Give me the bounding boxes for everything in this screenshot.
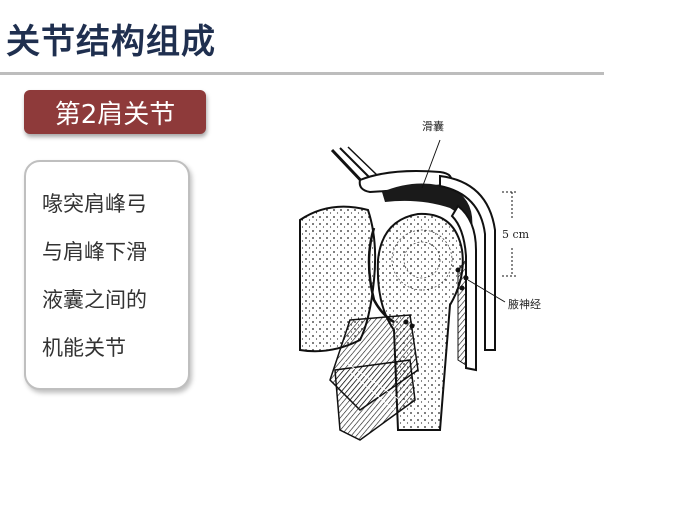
- distance-label: 5 cm: [502, 228, 530, 241]
- description-line: 喙突肩峰弓: [42, 192, 147, 216]
- shoulder-joint-diagram: [299, 139, 516, 441]
- description-card: 喙突肩峰弓 与肩峰下滑 液囊之间的 机能关节: [24, 160, 190, 390]
- shoulder-joint-illustration: 滑囊 5 cm 腋神经: [290, 110, 580, 460]
- title-divider: [0, 72, 604, 75]
- bursa-label: 滑囊: [422, 120, 444, 133]
- description-line: 机能关节: [42, 336, 126, 360]
- description-line: 与肩峰下滑: [42, 240, 147, 264]
- section-badge: 第2肩关节: [24, 90, 206, 134]
- description-line: 液囊之间的: [42, 288, 147, 312]
- axillary-nerve-label: 腋神经: [508, 298, 541, 311]
- page-title: 关节结构组成: [6, 22, 216, 62]
